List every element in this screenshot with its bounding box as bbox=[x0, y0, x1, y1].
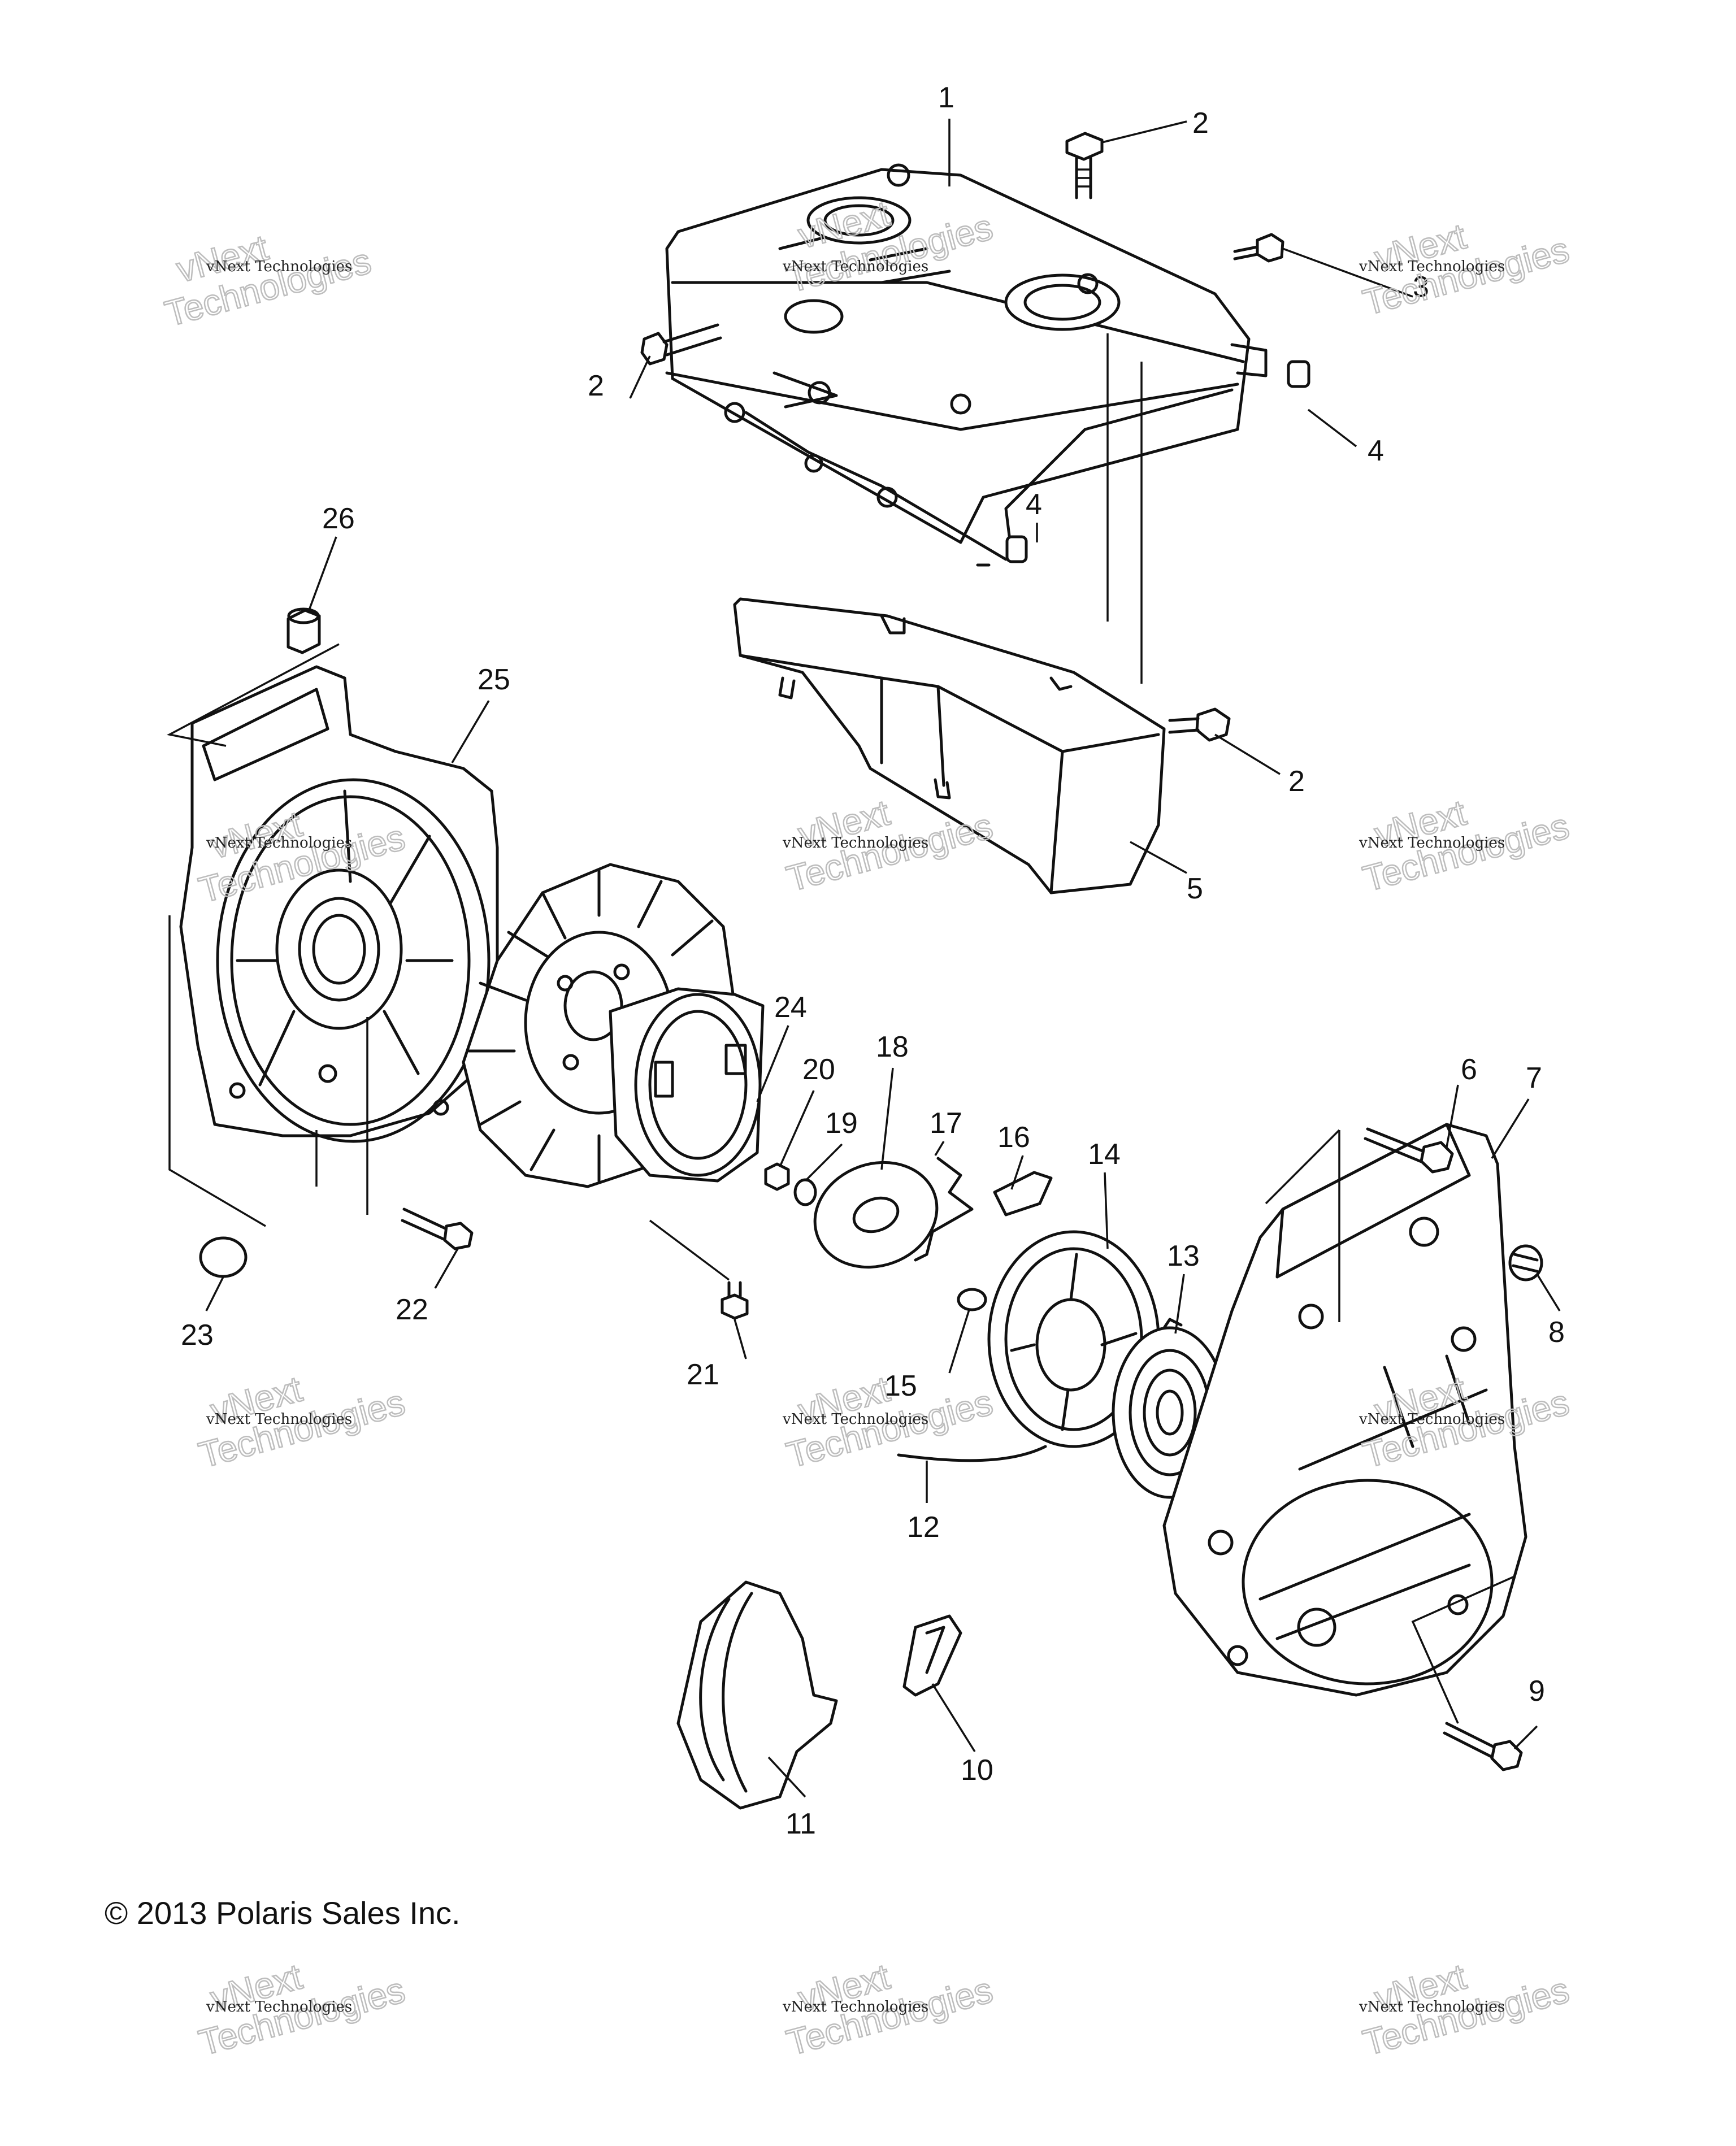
starter-housing-part bbox=[1162, 1123, 1527, 1697]
callout-22: 22 bbox=[396, 1293, 428, 1326]
svg-text:vNext Technologies: vNext Technologies bbox=[206, 1411, 352, 1428]
callout-24: 24 bbox=[774, 991, 807, 1024]
callout-18: 18 bbox=[876, 1031, 909, 1063]
callout-2-top: 2 bbox=[1192, 107, 1209, 140]
svg-text:vNext Technologies: vNext Technologies bbox=[206, 258, 352, 275]
svg-text:vNext Technologies: vNext Technologies bbox=[782, 1999, 928, 2015]
callout-12: 12 bbox=[907, 1511, 940, 1544]
callout-2-left: 2 bbox=[588, 370, 604, 402]
bolt-22 bbox=[401, 1207, 474, 1250]
bolt-2-left bbox=[640, 323, 722, 366]
top-shroud-part bbox=[665, 163, 1268, 567]
callout-13: 13 bbox=[1167, 1240, 1200, 1272]
grommet-4-left bbox=[1005, 535, 1028, 563]
svg-text:vNext Technologies: vNext Technologies bbox=[1359, 258, 1505, 275]
pawl-16 bbox=[993, 1171, 1053, 1217]
callout-15: 15 bbox=[884, 1370, 917, 1402]
callout-8: 8 bbox=[1548, 1316, 1565, 1349]
rope-12 bbox=[897, 1445, 1047, 1462]
callout-labels: 1 2 2 2 3 4 4 5 6 7 8 9 10 11 12 13 14 1… bbox=[181, 81, 1565, 1840]
callout-16: 16 bbox=[997, 1121, 1030, 1154]
nut-20 bbox=[764, 1162, 790, 1191]
callout-21: 21 bbox=[687, 1358, 719, 1391]
callout-23: 23 bbox=[181, 1319, 214, 1352]
callout-2-duct: 2 bbox=[1288, 765, 1305, 798]
blower-housing-part bbox=[179, 665, 499, 1143]
bolt-6 bbox=[1364, 1127, 1454, 1174]
bolt-2-top bbox=[1065, 132, 1104, 199]
callout-17: 17 bbox=[930, 1107, 962, 1140]
grommet-8 bbox=[1508, 1244, 1543, 1281]
svg-text:vNext Technologies: vNext Technologies bbox=[1359, 1999, 1505, 2015]
callout-14: 14 bbox=[1088, 1138, 1121, 1171]
callout-4-right: 4 bbox=[1368, 435, 1384, 467]
callout-7: 7 bbox=[1526, 1062, 1542, 1094]
callout-6: 6 bbox=[1461, 1053, 1477, 1086]
callout-5: 5 bbox=[1187, 872, 1203, 905]
washer-19 bbox=[793, 1178, 817, 1206]
bolt-9 bbox=[1443, 1722, 1523, 1771]
svg-text:vNext Technologies: vNext Technologies bbox=[782, 258, 928, 275]
callout-19: 19 bbox=[825, 1107, 858, 1140]
svg-text:vNext Technologies: vNext Technologies bbox=[782, 835, 928, 852]
svg-text:vNext Technologies: vNext Technologies bbox=[206, 1999, 352, 2015]
copyright-text: © 2013 Polaris Sales Inc. bbox=[105, 1895, 461, 1931]
lower-duct-part bbox=[733, 597, 1166, 894]
bolt-2-duct bbox=[1168, 707, 1231, 742]
callout-3: 3 bbox=[1413, 271, 1429, 303]
svg-text:vNext Technologies: vNext Technologies bbox=[206, 835, 352, 852]
callout-11: 11 bbox=[785, 1808, 816, 1840]
pin-26 bbox=[287, 607, 321, 654]
bushing-15 bbox=[957, 1288, 987, 1311]
callout-9: 9 bbox=[1529, 1675, 1545, 1708]
callout-4-left: 4 bbox=[1026, 488, 1042, 521]
bolt-21 bbox=[721, 1281, 749, 1320]
grommet-4-right bbox=[1287, 360, 1310, 388]
bolt-3 bbox=[1233, 233, 1284, 263]
leader-lines bbox=[166, 119, 1561, 1798]
callout-20: 20 bbox=[802, 1053, 835, 1086]
callout-10: 10 bbox=[961, 1754, 993, 1787]
svg-text:vNext Technologies: vNext Technologies bbox=[1359, 835, 1505, 852]
spring-17 bbox=[914, 1157, 974, 1262]
handle-insert-10 bbox=[902, 1614, 962, 1697]
callout-26: 26 bbox=[322, 502, 355, 535]
starter-cup-24 bbox=[609, 987, 765, 1183]
svg-text:vNext Technologies: vNext Technologies bbox=[1359, 1411, 1505, 1428]
callout-25: 25 bbox=[478, 663, 510, 696]
svg-text:vNext Technologies: vNext Technologies bbox=[782, 1411, 928, 1428]
starter-handle-11 bbox=[676, 1580, 838, 1810]
friction-plate-18 bbox=[813, 1161, 939, 1269]
callout-1: 1 bbox=[938, 81, 954, 114]
o-ring-23 bbox=[199, 1236, 248, 1278]
